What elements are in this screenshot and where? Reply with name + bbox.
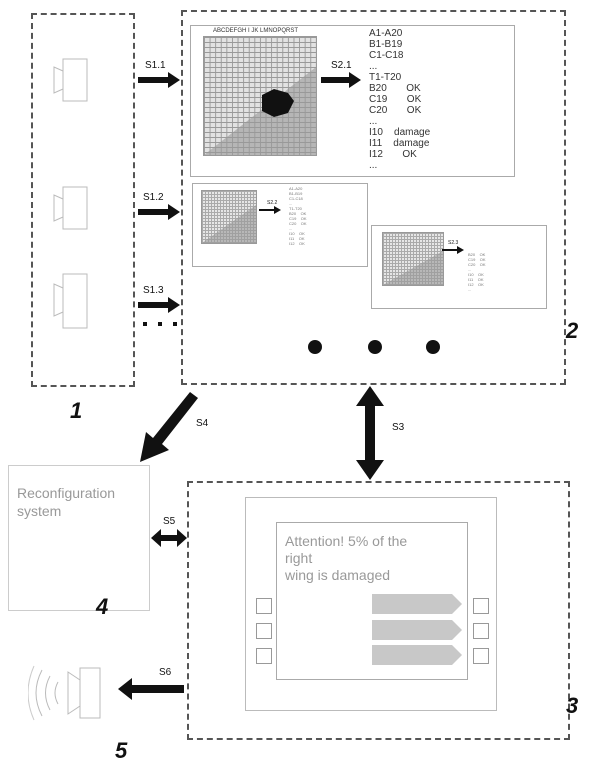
module-1-number: 1 <box>70 398 83 423</box>
arrow-s2-3 <box>442 246 464 254</box>
menu-option-arrow[interactable] <box>372 594 462 614</box>
arrow-s2-1-label: S2.1 <box>331 60 352 71</box>
wing-grid-image-small-1 <box>201 190 257 244</box>
display-device-outer: Attention! 5% of the right wing is damag… <box>245 497 497 711</box>
side-button-right-2[interactable] <box>473 623 489 639</box>
arrow-s1-1 <box>138 72 180 88</box>
analysis-panel-main: ABCDEFGH I JK LMNOPQRST S2.1 A1-A20 B1-B… <box>190 25 515 177</box>
arrow-s2-1 <box>321 72 361 88</box>
arrow-s1-2-label: S1.2 <box>143 192 164 203</box>
arrow-s6 <box>118 678 184 700</box>
segment-status-list: A1-A20 B1-B19 C1-C18 ... T1-T20 B20 OK C… <box>369 28 431 171</box>
side-button-left-1[interactable] <box>256 598 272 614</box>
more-cameras-ellipsis <box>143 322 183 328</box>
arrow-s2-2 <box>259 206 281 214</box>
display-screen: Attention! 5% of the right wing is damag… <box>276 522 468 680</box>
more-panels-dot <box>426 340 440 354</box>
arrow-s3-bidirectional <box>356 386 384 480</box>
more-panels-dot <box>368 340 382 354</box>
more-panels-dot <box>308 340 322 354</box>
camera-icon <box>53 186 88 230</box>
module-4-number: 4 <box>96 594 109 619</box>
menu-option-arrow[interactable] <box>372 620 462 640</box>
side-button-left-2[interactable] <box>256 623 272 639</box>
arrow-s1-3-label: S1.3 <box>143 285 164 296</box>
menu-option-arrow[interactable] <box>372 645 462 665</box>
arrow-s1-3 <box>138 297 180 313</box>
side-button-left-3[interactable] <box>256 648 272 664</box>
arrow-s4-label: S4 <box>196 418 209 429</box>
arrow-s6-label: S6 <box>159 667 172 678</box>
arrow-s5-label: S5 <box>163 516 176 527</box>
arrow-s1-1-label: S1.1 <box>145 60 166 71</box>
module-5-number: 5 <box>115 738 128 763</box>
side-button-right-3[interactable] <box>473 648 489 664</box>
module-3-number: 3 <box>566 693 579 718</box>
speaker-icon <box>28 665 101 721</box>
arrow-s2-3-label: S2.3 <box>448 240 459 246</box>
module-1-cameras <box>31 13 135 387</box>
side-button-right-1[interactable] <box>473 598 489 614</box>
module-2-number: 2 <box>566 318 579 343</box>
arrow-s3-label: S3 <box>392 422 405 433</box>
arrow-s2-2-label: S2.2 <box>267 200 278 206</box>
arrow-s4 <box>140 392 198 462</box>
alert-message: Attention! 5% of the right wing is damag… <box>285 533 408 583</box>
damage-region <box>262 89 294 117</box>
module-3-display <box>187 481 570 740</box>
arrow-s5-bidirectional <box>151 529 187 547</box>
wing-grid-image <box>203 36 317 156</box>
grid-header: ABCDEFGH I JK LMNOPQRST <box>213 28 299 34</box>
module-4-reconfiguration: Reconfiguration system <box>8 465 150 611</box>
reconfiguration-title: Reconfiguration system <box>17 485 116 519</box>
camera-icon <box>53 58 88 102</box>
wing-grid-image-small-2 <box>382 232 444 286</box>
camera-icon <box>53 273 88 329</box>
module-2-analysis <box>181 10 566 385</box>
arrow-s1-2 <box>138 204 180 220</box>
